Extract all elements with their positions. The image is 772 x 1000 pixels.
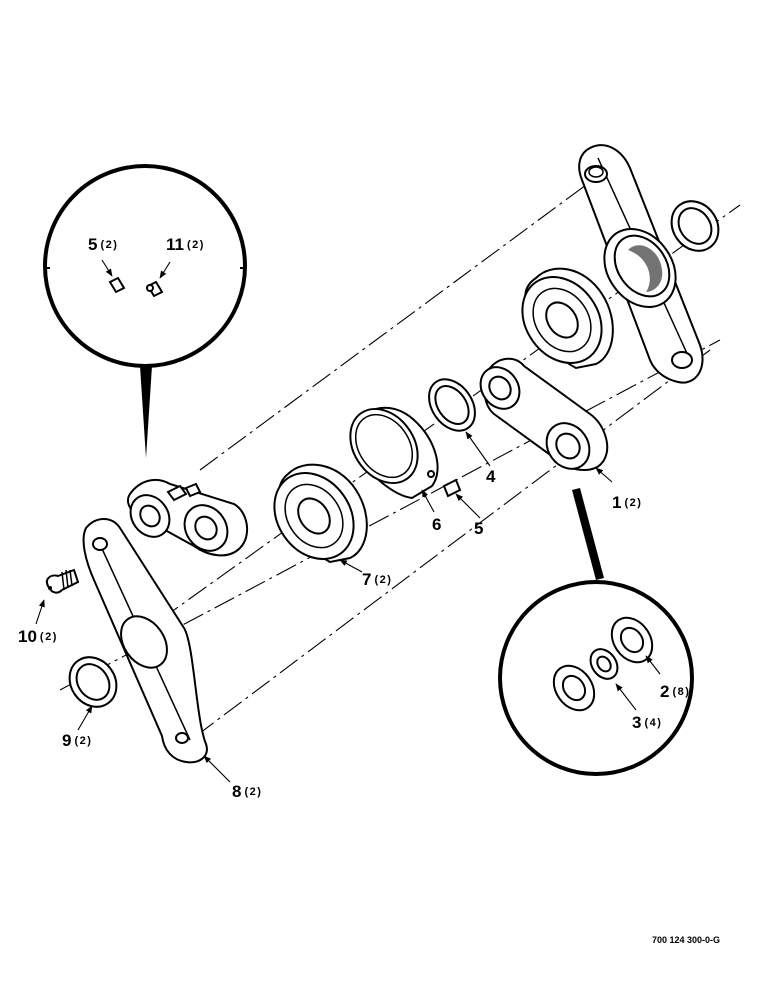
screw-10 [46,568,80,594]
callout-5a: 5 [474,519,483,538]
detail-circle-fittings [43,164,247,458]
right-end-plate [578,144,704,384]
washer-4 [428,378,476,432]
link-right [479,357,609,471]
large-bearing-right [521,267,614,370]
callout-8: 8(2) [232,782,262,801]
callout-9: 9(2) [62,731,92,750]
callout-10: 10(2) [18,627,58,646]
callout-4: 4 [486,467,496,486]
callout-7: 7(2) [362,570,392,589]
callout-5b: 5(2) [88,235,118,254]
callout-6: 6 [432,515,441,534]
callout-11: 11(2) [166,235,205,254]
link-left [127,478,249,557]
figure-reference: 700 124 300-0-G [652,935,720,945]
callout-1: 1(2) [612,493,642,512]
seal-ring-left [68,656,118,708]
callout-2: 2(8) [660,682,690,701]
detail-circle-bearings [498,488,694,776]
large-bearing-left [273,463,368,564]
seal-ring-right [670,200,720,252]
callout-3: 3(4) [632,713,662,732]
grease-fitting-5 [427,470,462,498]
left-end-plate [82,518,208,764]
bearing-cup-6 [349,406,439,500]
leader-lines [35,259,661,783]
